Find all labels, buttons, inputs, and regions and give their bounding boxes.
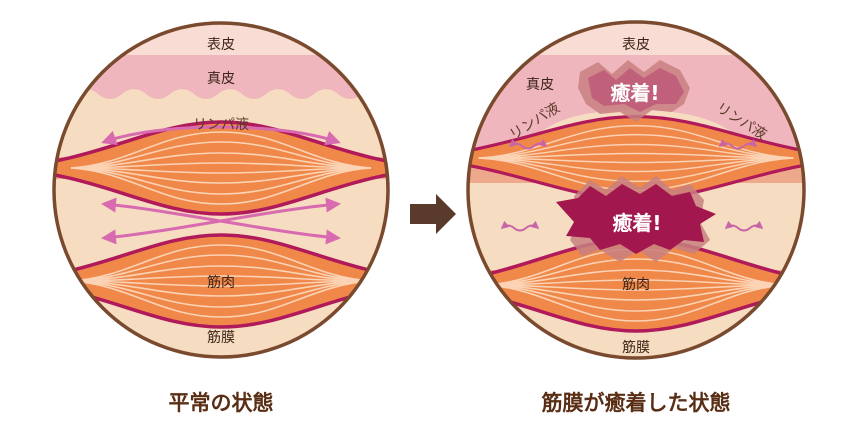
adhesion-top-blob (578, 60, 690, 122)
transition-arrow-icon (410, 194, 456, 234)
dermis-label: 真皮 (207, 71, 235, 87)
epidermis-label-right: 表皮 (622, 37, 650, 53)
lymph-arrow-upper-left (508, 138, 548, 150)
skin-section-circle (52, 21, 390, 359)
adhesion-section-circle (466, 20, 806, 360)
adhesion-label-middle: 癒着! (612, 211, 661, 235)
fascia-label-right: 筋膜 (622, 339, 650, 356)
muscle-label: 筋肉 (207, 274, 235, 291)
muscle-label-right: 筋肉 (622, 276, 650, 293)
adhesion-state-caption: 筋膜が癒着した状態 (541, 391, 731, 415)
dermis-label-right: 真皮 (526, 77, 554, 93)
normal-state-panel: 表皮 真皮 リンパ液 筋肉 筋膜 平常の状態 (52, 21, 390, 415)
epidermis-label: 表皮 (207, 37, 235, 53)
lymph-flow-arrows (101, 125, 341, 245)
dermis-layer (54, 55, 388, 99)
lymph-arrow-mid-right (724, 220, 764, 232)
adhesion-middle-blob (556, 176, 716, 262)
lymph-label: リンパ液 (193, 117, 249, 133)
lymph-arrow-upper-right (718, 138, 758, 150)
lymph-arrow-mid-left (500, 220, 540, 232)
lymph-stagnant-arrows (500, 138, 764, 232)
adhesion-state-panel: 表皮 真皮 リンパ液 リンパ液 癒着! 癒着! 筋肉 筋膜 筋膜が癒着した状態 (466, 20, 806, 415)
adhesion-label-top: 癒着! (610, 81, 659, 105)
fascia-label: 筋膜 (207, 329, 235, 346)
normal-state-caption: 平常の状態 (169, 391, 274, 415)
